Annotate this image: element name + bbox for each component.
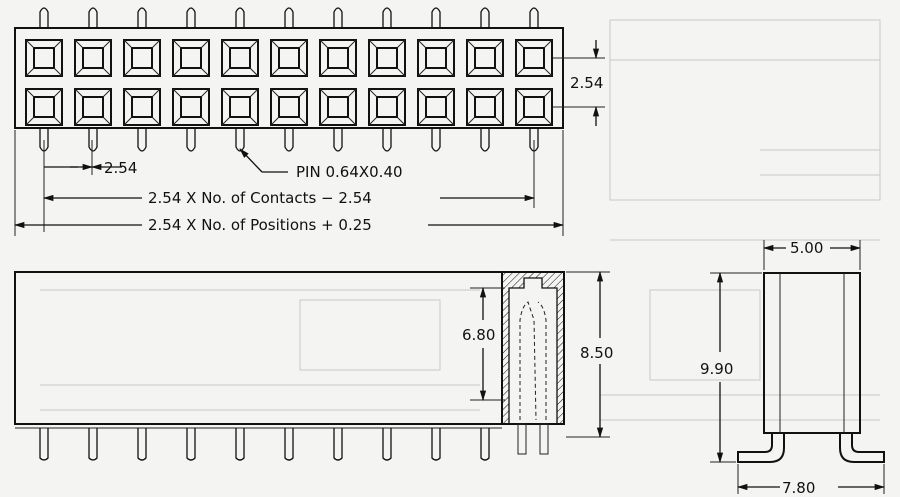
pin-top-down (382, 128, 392, 152)
foot-width-label: 7.80 (782, 479, 815, 497)
pin-top-down (284, 128, 294, 152)
pin-top-down (88, 128, 98, 152)
section-cut (501, 271, 565, 455)
top-view: 2.54 2.54 PIN 0.64X0.40 2.54 X No. of Co… (13, 7, 605, 236)
inner-height-label: 6.80 (462, 326, 495, 344)
pin-front (235, 428, 245, 461)
foot-width-dimension: 7.80 (736, 464, 886, 497)
contact-cavity (319, 88, 357, 126)
pins-top-up (39, 7, 539, 28)
pin-top-down (235, 128, 245, 152)
contact-cavity (515, 39, 553, 77)
inner-height-dimension: 6.80 (462, 286, 505, 402)
header-body-top (14, 27, 564, 129)
pin-top-down (186, 128, 196, 152)
contact-cavity (417, 88, 455, 126)
side-view: 5.00 9.90 7.80 (700, 239, 886, 497)
contact-cavity (221, 39, 259, 77)
body-width-dimension: 5.00 (762, 239, 862, 270)
contact-cavity (319, 39, 357, 77)
contact-cavity (172, 88, 210, 126)
pin-callout: PIN 0.64X0.40 (239, 148, 403, 181)
body-height-label: 8.50 (580, 344, 613, 362)
front-view: 6.80 8.50 (14, 270, 613, 461)
pitch-label-right: 2.54 (570, 74, 603, 92)
pin-top-up (431, 7, 441, 28)
contact-cavity (25, 88, 63, 126)
contact-cavity (270, 88, 308, 126)
pin-top-up (235, 7, 245, 28)
contact-cavity (515, 88, 553, 126)
contact-cavities (25, 39, 553, 126)
pin-top-down (137, 128, 147, 152)
contacts-dimension: 2.54 X No. of Contacts − 2.54 (42, 140, 536, 208)
pin-top-up (480, 7, 490, 28)
pin-front (39, 428, 49, 461)
pin-top-up (284, 7, 294, 28)
pin-top-down (480, 128, 490, 152)
contact-cavity (172, 39, 210, 77)
total-height-dimension: 9.90 (700, 271, 762, 464)
pin-front (137, 428, 147, 461)
contact-cavity (270, 39, 308, 77)
pin-front (431, 428, 441, 461)
pitch-dimension-bottom: 2.54 (43, 140, 137, 232)
positions-formula-label: 2.54 X No. of Positions + 0.25 (148, 216, 372, 234)
contact-cavity (25, 39, 63, 77)
contact-cavity (74, 88, 112, 126)
pin-label: PIN 0.64X0.40 (296, 163, 403, 181)
pin-top-down (431, 128, 441, 152)
pitch-label-bottom: 2.54 (104, 159, 137, 177)
contacts-formula-label: 2.54 X No. of Contacts − 2.54 (148, 189, 372, 207)
pin-front (88, 428, 98, 461)
contact-cavity (466, 88, 504, 126)
pin-front (382, 428, 392, 461)
header-body-side (763, 272, 861, 434)
contact-cavity (368, 88, 406, 126)
pitch-dimension-right: 2.54 (553, 40, 605, 126)
contact-cavity (123, 39, 161, 77)
pin-front (333, 428, 343, 461)
pins-top-down (39, 128, 539, 152)
pin-top-up (137, 7, 147, 28)
contact-cavity (368, 39, 406, 77)
positions-dimension: 2.54 X No. of Positions + 0.25 (13, 130, 565, 236)
pin-top-up (88, 7, 98, 28)
pin-top-up (186, 7, 196, 28)
pin-top-up (39, 7, 49, 28)
contact-cavity (74, 39, 112, 77)
contact-cavity (221, 88, 259, 126)
pins-front (39, 428, 490, 461)
pin-front (186, 428, 196, 461)
total-height-label: 9.90 (700, 360, 733, 378)
pin-top-up (382, 7, 392, 28)
header-body-front (14, 271, 503, 425)
contact-cavity (123, 88, 161, 126)
pin-front (284, 428, 294, 461)
contact-cavity (417, 39, 455, 77)
body-height-dimension: 8.50 (566, 270, 613, 439)
pin-top-up (333, 7, 343, 28)
pin-top-up (529, 7, 539, 28)
pin-front (480, 428, 490, 461)
contact-cavity (466, 39, 504, 77)
pin-top-down (333, 128, 343, 152)
body-width-label: 5.00 (790, 239, 823, 257)
bleed-through-background (40, 19, 881, 421)
